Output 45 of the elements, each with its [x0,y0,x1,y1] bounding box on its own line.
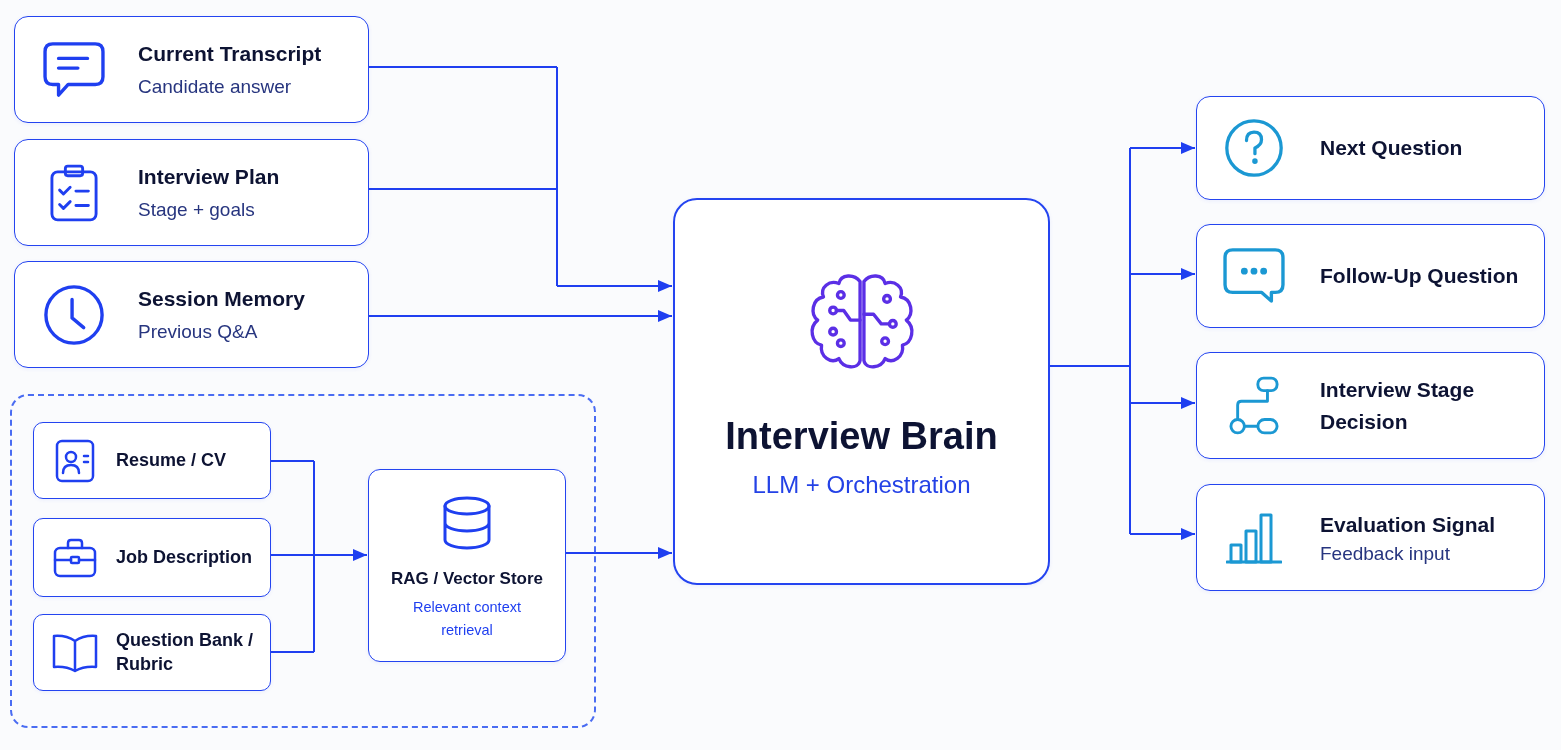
card-title: Job Description [116,546,253,569]
connector-line [270,651,315,653]
connector-line [1049,147,1131,535]
card-title: Session Memory [138,285,305,312]
output-card [1196,96,1545,200]
source-card [33,518,271,597]
connector-line [368,188,558,190]
vector-store-card [368,469,566,662]
card-subtitle: Relevant context retrieval [411,598,522,640]
connector-arrow [1129,142,1196,154]
card-title: RAG / Vector Store [390,568,544,590]
connector-arrow [313,460,368,653]
input-card [14,16,369,123]
card-title: Interview Stage Decision [1320,377,1476,435]
card-title: Resume / CV [116,449,227,472]
connector-line [270,460,315,462]
card-title: Next Question [1320,135,1463,162]
card-title: Interview Plan [138,163,280,190]
input-card [14,261,369,368]
core-subtitle: LLM + Orchestration [752,469,971,500]
output-card [1196,352,1545,459]
connector-arrow [1129,397,1196,409]
card-title: Follow-Up Question [1320,263,1519,290]
connector-arrow [1129,268,1196,280]
connector-arrow [1129,528,1196,540]
connector-arrow [556,66,673,292]
core-engine-card [673,198,1050,585]
connector-arrow [565,547,673,559]
core-title: Interview Brain [725,414,998,459]
dashed-group-frame [10,394,596,728]
card-title: Question Bank / Rubric [116,629,255,676]
output-card [1196,484,1545,591]
card-subtitle: Candidate answer [138,74,292,99]
connector-line [368,66,558,68]
card-title: Evaluation Signal [1320,511,1496,538]
connector-arrow [368,310,673,322]
card-subtitle: Previous Q&A [138,319,258,344]
source-card [33,422,271,499]
input-card [14,139,369,246]
connector-line [270,554,315,556]
card-title: Current Transcript [138,40,322,67]
source-card [33,614,271,691]
card-subtitle: Stage + goals [138,197,255,222]
output-card [1196,224,1545,328]
card-subtitle: Feedback input [1320,542,1450,567]
